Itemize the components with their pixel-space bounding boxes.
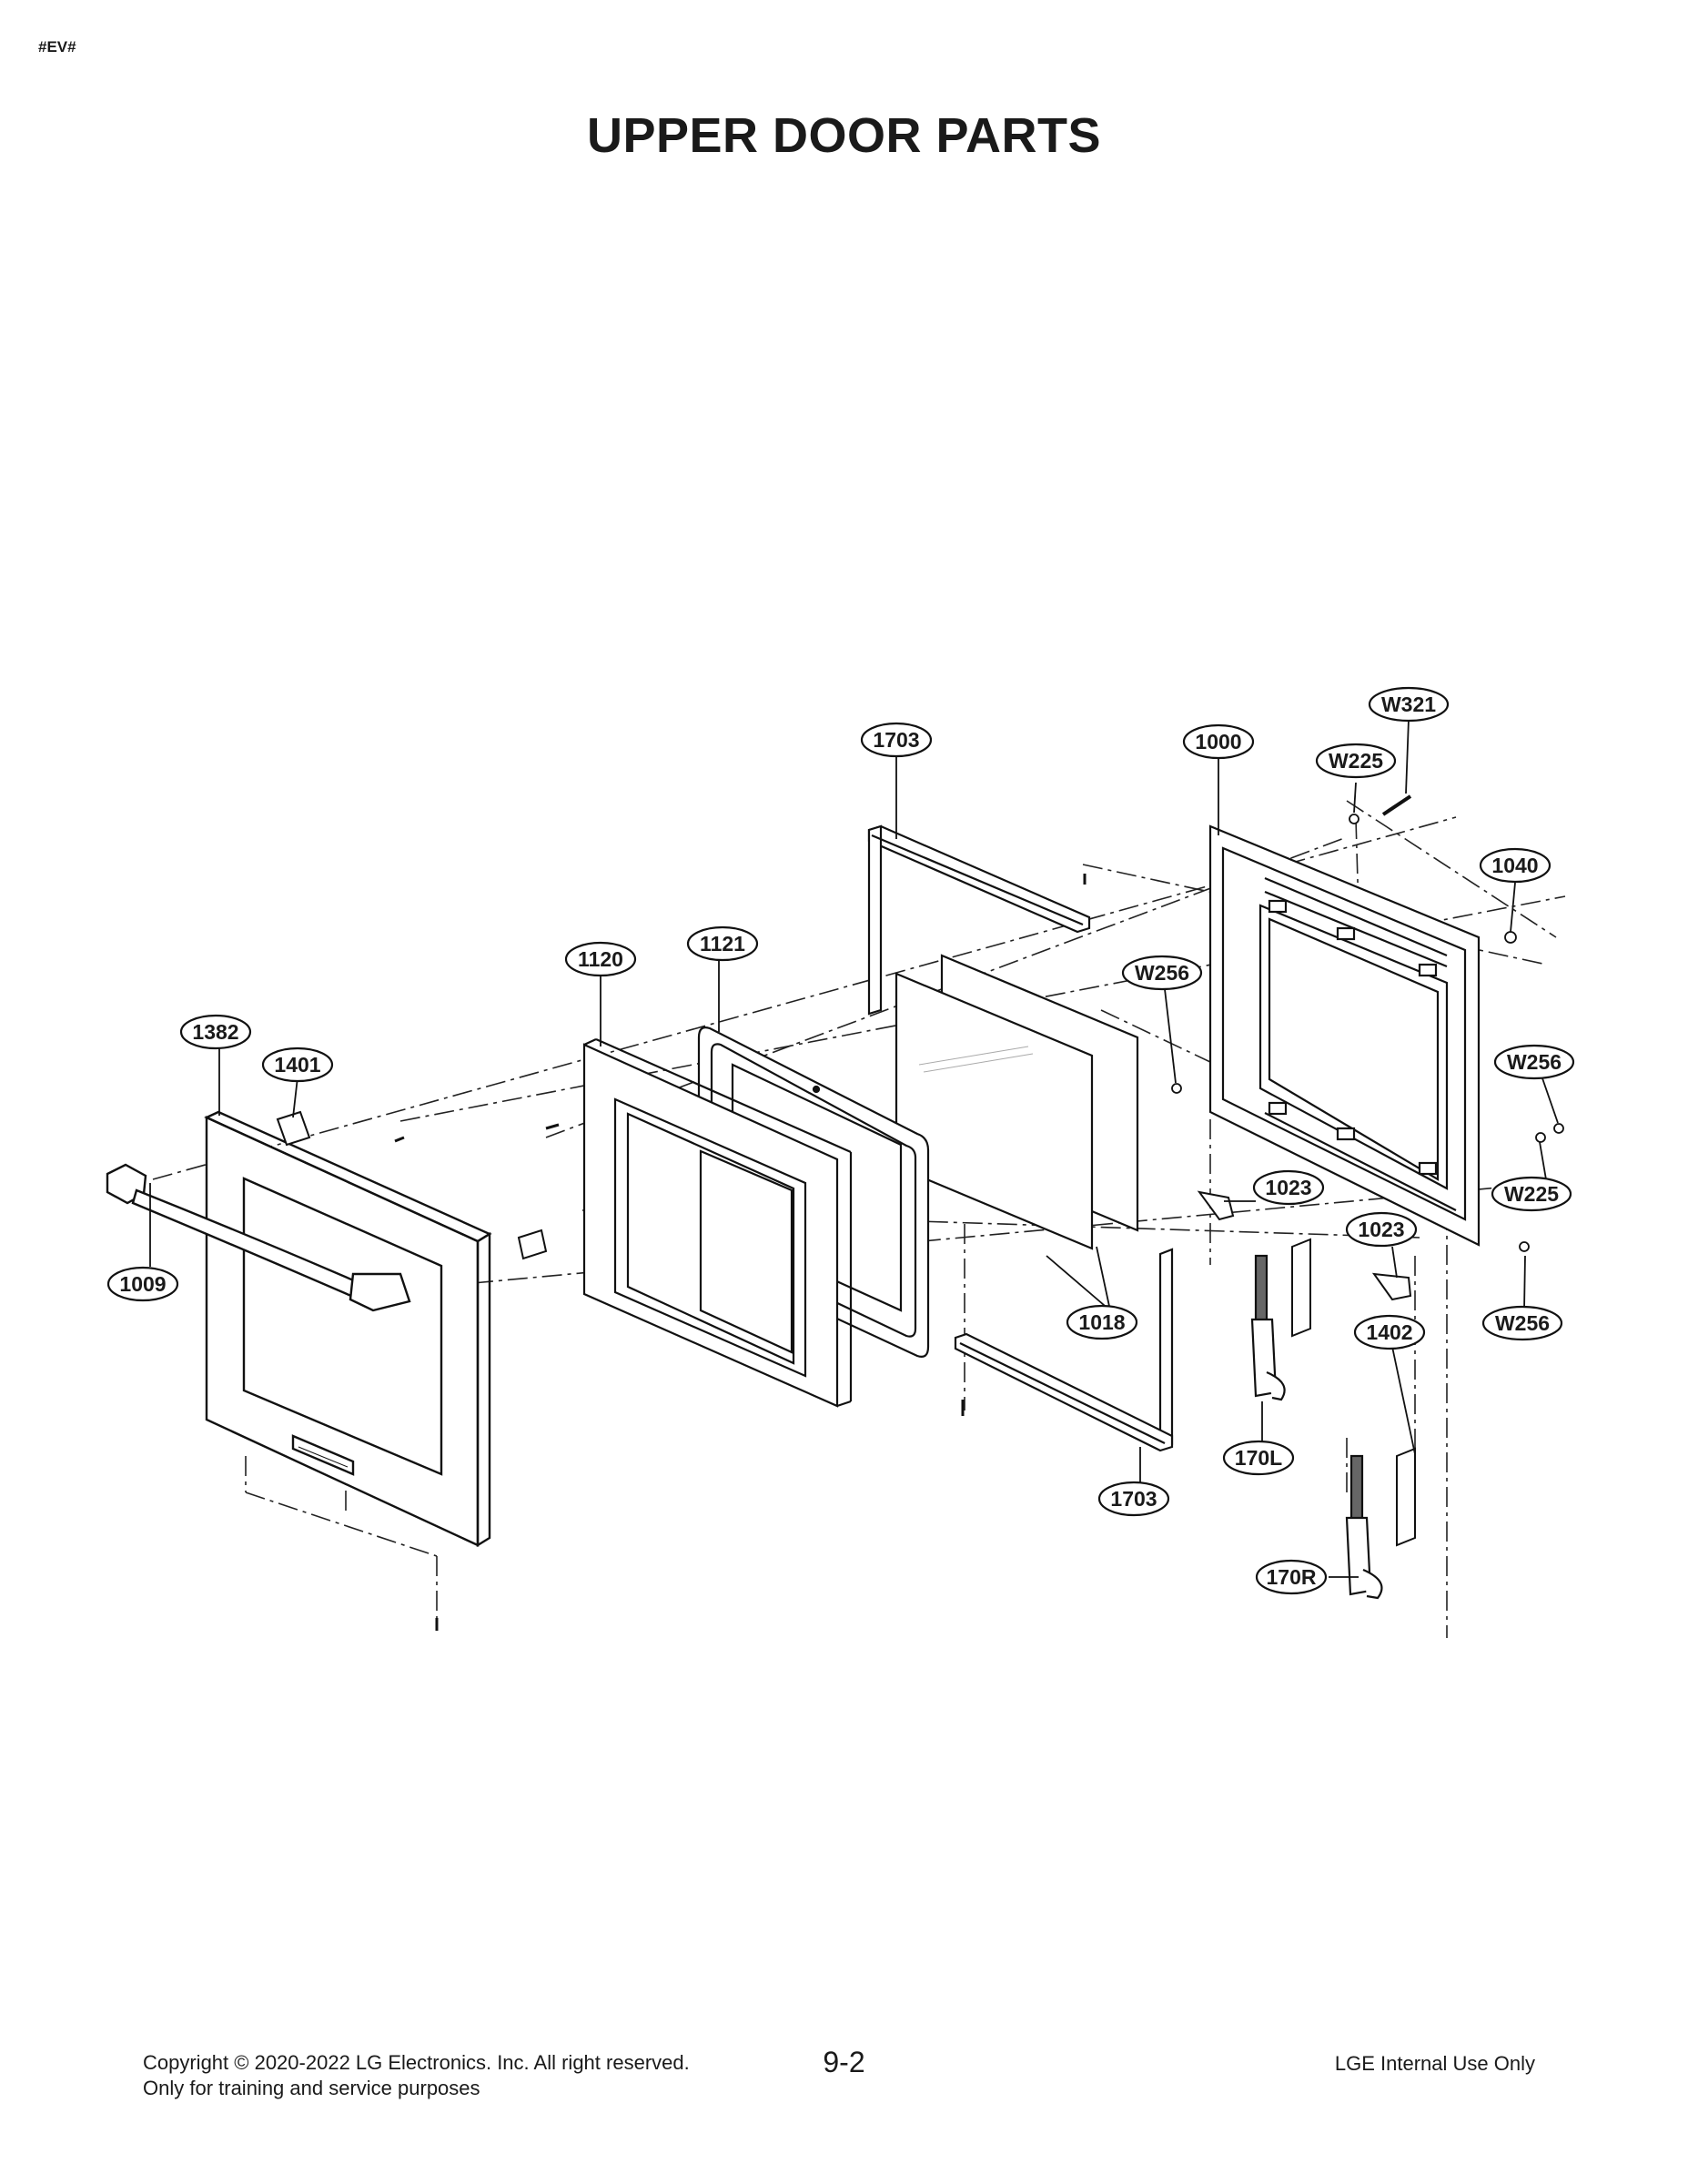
page-number: 9-2 [823, 2046, 865, 2078]
top-gasket-strip [867, 824, 1091, 1016]
callout-w256-low [1481, 1305, 1563, 1341]
callout-1120 [564, 941, 637, 977]
page-title: UPPER DOOR PARTS [586, 108, 1102, 163]
callout-1703-top [860, 722, 933, 758]
callout-w321 [1368, 686, 1450, 723]
label-w256-low: W256 [1495, 1311, 1550, 1335]
callout-w256-right [1493, 1044, 1575, 1080]
label-1402: 1402 [1366, 1320, 1412, 1344]
bottom-gasket-strip [954, 1248, 1174, 1452]
label-w225-top: W225 [1329, 749, 1383, 773]
inner-door-frame [1208, 824, 1481, 1247]
hinges [1250, 1254, 1383, 1600]
callout-w225-right [1491, 1176, 1572, 1212]
callout-1382 [179, 1014, 252, 1050]
label-1000: 1000 [1195, 730, 1241, 753]
callouts [106, 686, 1575, 1595]
callout-1018 [1066, 1304, 1138, 1340]
training-note: Only for training and service purposes [143, 2077, 480, 2099]
brackets [276, 1110, 1416, 1547]
clips-1023 [1197, 1190, 1412, 1301]
label-1040: 1040 [1491, 854, 1538, 877]
door-handle [106, 1163, 411, 1312]
label-w321: W321 [1381, 693, 1436, 716]
callout-1023-a [1252, 1169, 1325, 1206]
label-1401: 1401 [274, 1053, 320, 1077]
label-1703-top: 1703 [873, 728, 919, 752]
leader-lines [149, 718, 1559, 1578]
label-170L: 170L [1235, 1446, 1282, 1470]
callout-1121 [686, 925, 759, 962]
label-1023-a: 1023 [1265, 1176, 1311, 1199]
callout-1009 [106, 1266, 179, 1302]
label-1703-bottom: 1703 [1110, 1487, 1157, 1511]
callout-1401 [261, 1046, 334, 1083]
footer-copyright-block: Copyright © 2020-2022 LG Electronics. In… [143, 2050, 690, 2101]
callout-w256-mid [1121, 955, 1203, 991]
glass-panels [895, 954, 1139, 1250]
label-1018: 1018 [1078, 1310, 1125, 1334]
callout-1703-bottom [1097, 1481, 1170, 1517]
door-liner-1120 [582, 1037, 853, 1408]
label-1120: 1120 [578, 947, 623, 971]
label-1023-b: 1023 [1358, 1218, 1404, 1241]
label-1009: 1009 [119, 1272, 166, 1296]
callout-labels: 1703 1000 W321 W225 1040 1120 1121 W256 … [119, 693, 1562, 1589]
outer-door-panel [204, 1110, 492, 1548]
fasteners [394, 794, 1564, 1631]
label-w256-right: W256 [1507, 1050, 1562, 1074]
label-w256-mid: W256 [1135, 961, 1189, 985]
callout-1000 [1182, 723, 1255, 760]
callout-1040 [1479, 847, 1552, 884]
doc-code: #EV# [38, 38, 76, 56]
callout-170L [1222, 1440, 1295, 1476]
internal-use-note: LGE Internal Use Only [1334, 2052, 1535, 2075]
label-1121: 1121 [700, 932, 745, 956]
callout-1402 [1353, 1314, 1426, 1350]
callout-1023-b [1345, 1211, 1418, 1248]
callout-170R [1255, 1559, 1328, 1595]
label-170R: 170R [1267, 1565, 1317, 1589]
copyright-text: Copyright © 2020-2022 LG Electronics. In… [143, 2051, 690, 2074]
label-w225-right: W225 [1504, 1182, 1559, 1206]
callout-w225-top [1315, 743, 1397, 779]
label-1382: 1382 [192, 1020, 238, 1044]
